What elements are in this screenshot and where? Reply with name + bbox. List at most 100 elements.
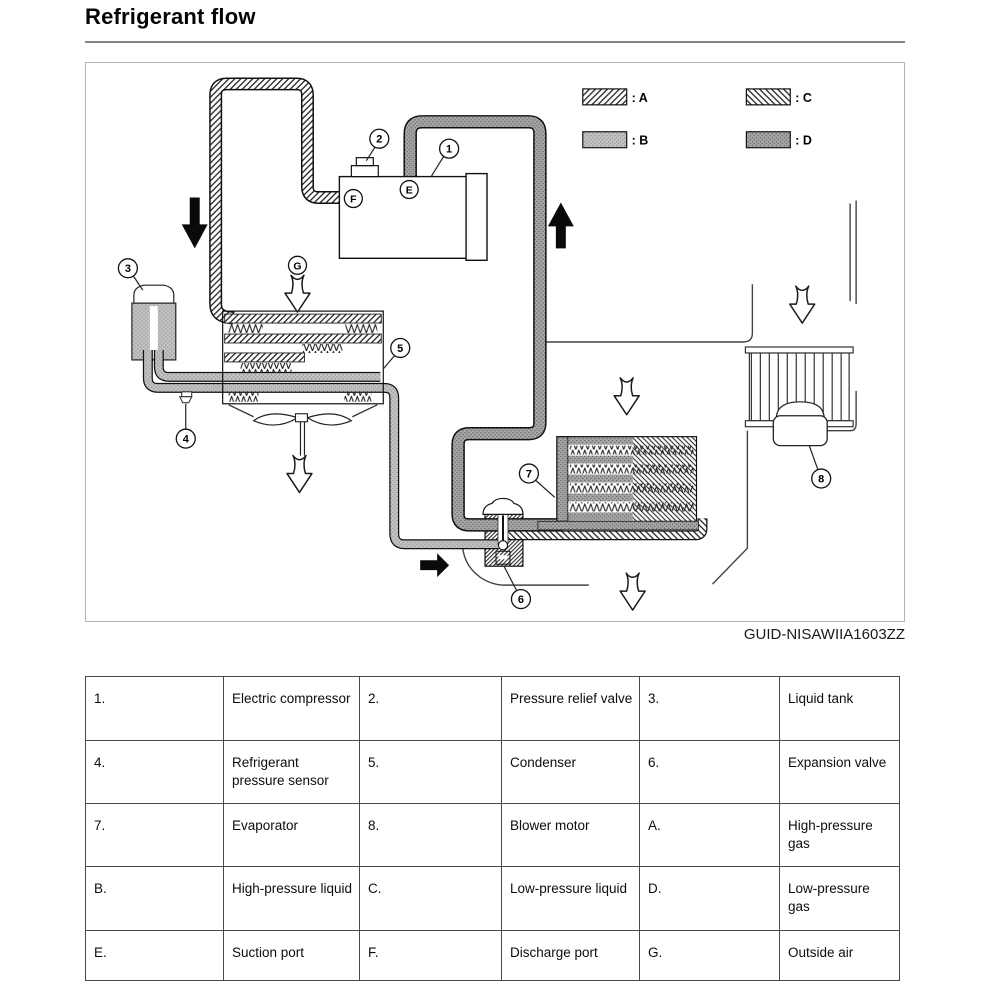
table-cell: High-pressure liquid (223, 866, 360, 931)
table-row: B. High-pressure liquid C. Low-pressure … (85, 866, 900, 931)
condenser-fan (252, 413, 353, 456)
page-title: Refrigerant flow (85, 4, 256, 29)
callout-1-label: 1 (446, 144, 452, 156)
table-cell: Blower motor (501, 803, 640, 867)
table-cell: 1. (85, 676, 224, 741)
evaporator-air-out-arrow-icon (619, 572, 646, 611)
fan-shroud-left (228, 404, 254, 418)
table-cell: Discharge port (501, 930, 640, 981)
callouts: 1 2 3 4 5 6 7 (117, 128, 832, 610)
flow-up-arrow-icon (547, 202, 574, 249)
table-cell: 8. (359, 803, 502, 867)
valve-diaphragm-cap (482, 497, 524, 515)
condenser (222, 310, 384, 456)
pipe-d-low-pressure-gas (403, 115, 563, 532)
table-cell: Low-pressure liquid (501, 866, 640, 931)
condenser-air-arrow-icon (286, 454, 313, 494)
table-cell: Outside air (779, 930, 900, 981)
refrigerant-flow-diagram: 1 2 3 4 5 6 7 (117, 77, 857, 611)
leader-lines (132, 146, 819, 592)
pipe-c-low-pressure-liquid (507, 518, 708, 541)
pipe-a-high-pressure-gas (209, 77, 341, 325)
callout-4: 4 (175, 428, 196, 449)
fan-shroud-right (352, 404, 378, 418)
refrigerant-pressure-sensor (178, 391, 193, 404)
callout-4-label: 4 (183, 434, 190, 446)
callout-5: 5 (390, 337, 411, 359)
legend-label-a: : A (632, 91, 648, 105)
cooling-unit-case-line (461, 540, 589, 586)
table-cell: Condenser (501, 740, 640, 804)
legend-label-b: : B (632, 134, 649, 148)
refrigerant-flow-figure: 1 2 3 4 5 6 7 (85, 62, 905, 622)
callout-port-e: E (399, 179, 419, 200)
pressure-relief-valve (350, 157, 379, 178)
callout-port-f: F (343, 188, 363, 209)
table-cell: D. (639, 866, 780, 931)
flow-down-arrow-icon (181, 197, 208, 249)
legend-swatch-d (745, 131, 791, 149)
expansion-valve (482, 497, 524, 565)
table-cell: Low-pressure gas (779, 866, 900, 931)
figure-id-caption: GUID-NISAWIIA1603ZZ (743, 626, 905, 643)
table-cell: Pressure relief valve (501, 676, 640, 741)
blower-duct-left-line (711, 430, 749, 585)
table-cell: Evaporator (223, 803, 360, 867)
callout-5-label: 5 (397, 343, 403, 355)
callout-8: 8 (811, 468, 832, 489)
table-cell: 5. (359, 740, 502, 804)
callout-2-label: 2 (376, 134, 382, 146)
table-cell: 6. (639, 740, 780, 804)
table-cell: 7. (85, 803, 224, 867)
table-cell: Electric compressor (223, 676, 360, 741)
callout-7: 7 (518, 463, 540, 484)
table-cell: B. (85, 866, 224, 931)
table-row: 4. Refrigerant pressure sensor 5. Conden… (85, 740, 900, 804)
callout-outside-air-g: G (287, 255, 308, 275)
callout-8-label: 8 (818, 474, 824, 486)
condenser-fins (228, 324, 378, 402)
callout-2: 2 (369, 128, 390, 149)
blower-motor-dome (775, 401, 825, 420)
table-cell: 2. (359, 676, 502, 741)
blower-duct-right-line (826, 390, 857, 432)
blower-duct-upper-line (545, 284, 754, 343)
callout-6-label: 6 (518, 594, 524, 606)
callout-3-label: 3 (125, 263, 131, 275)
air-duct-lines (461, 200, 857, 586)
legend: : A : C : B : D (582, 88, 812, 149)
table-cell: A. (639, 803, 780, 867)
table-cell: E. (85, 930, 224, 981)
legend-swatch-b (582, 131, 628, 149)
legend-swatch-c (745, 88, 791, 106)
title-divider (85, 41, 905, 43)
table-cell: Expansion valve (779, 740, 900, 804)
blower (744, 346, 854, 447)
table-cell: Suction port (223, 930, 360, 981)
evaporator-fins (569, 445, 694, 512)
table-cell: C. (359, 866, 502, 931)
airflow-arrows (284, 274, 816, 611)
callout-f-label: F (350, 195, 356, 206)
table-cell: Liquid tank (779, 676, 900, 741)
callout-g-label: G (293, 261, 301, 272)
blower-motor-housing (772, 415, 828, 447)
table-cell: High-pressure gas (779, 803, 900, 867)
table-cell: 4. (85, 740, 224, 804)
table-cell: 3. (639, 676, 780, 741)
callout-6: 6 (510, 588, 532, 610)
table-row: E. Suction port F. Discharge port G. Out… (85, 930, 900, 981)
outside-air-arrow-icon (284, 274, 311, 313)
liquid-tank (131, 284, 177, 361)
table-cell: G. (639, 930, 780, 981)
table-row: 1. Electric compressor 2. Pressure relie… (85, 676, 900, 741)
table-cell: Refrigerant pressure sensor (223, 740, 360, 804)
pipe-b-tank-to-expansion-valve (142, 349, 498, 550)
pipe-b-condenser-to-tank (153, 349, 381, 382)
component-legend-table: 1. Electric compressor 2. Pressure relie… (85, 676, 900, 981)
legend-label-d: : D (795, 134, 812, 148)
evaporator (537, 436, 699, 531)
table-row: 7. Evaporator 8. Blower motor A. High-pr… (85, 803, 900, 867)
callout-7-label: 7 (526, 469, 532, 481)
